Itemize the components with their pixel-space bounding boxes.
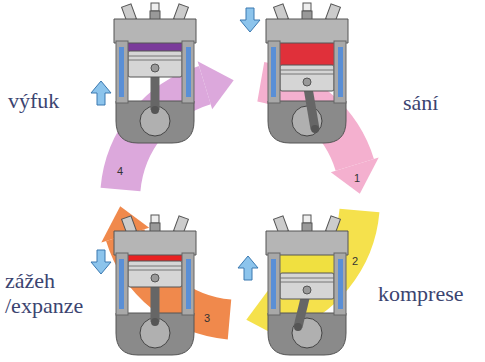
- stroke-label: zážeh /expanze: [5, 268, 100, 319]
- direction-arrow: [238, 256, 258, 280]
- direction-arrow: [240, 8, 260, 32]
- engine-ignition: [114, 215, 196, 355]
- engine-compression: [266, 215, 348, 355]
- callout-number: 2: [352, 255, 358, 268]
- callout-number: 1: [354, 172, 360, 185]
- callout-number: 3: [204, 312, 210, 325]
- stroke-label: výfuk: [8, 88, 59, 113]
- direction-arrow: [91, 81, 111, 105]
- stroke-label: sání: [403, 90, 438, 115]
- callout-number: 4: [117, 165, 123, 178]
- direction-arrow: [91, 250, 111, 274]
- stroke-label: komprese: [378, 281, 464, 306]
- engine-exhaust: [114, 3, 196, 143]
- engine-intake: [266, 3, 348, 143]
